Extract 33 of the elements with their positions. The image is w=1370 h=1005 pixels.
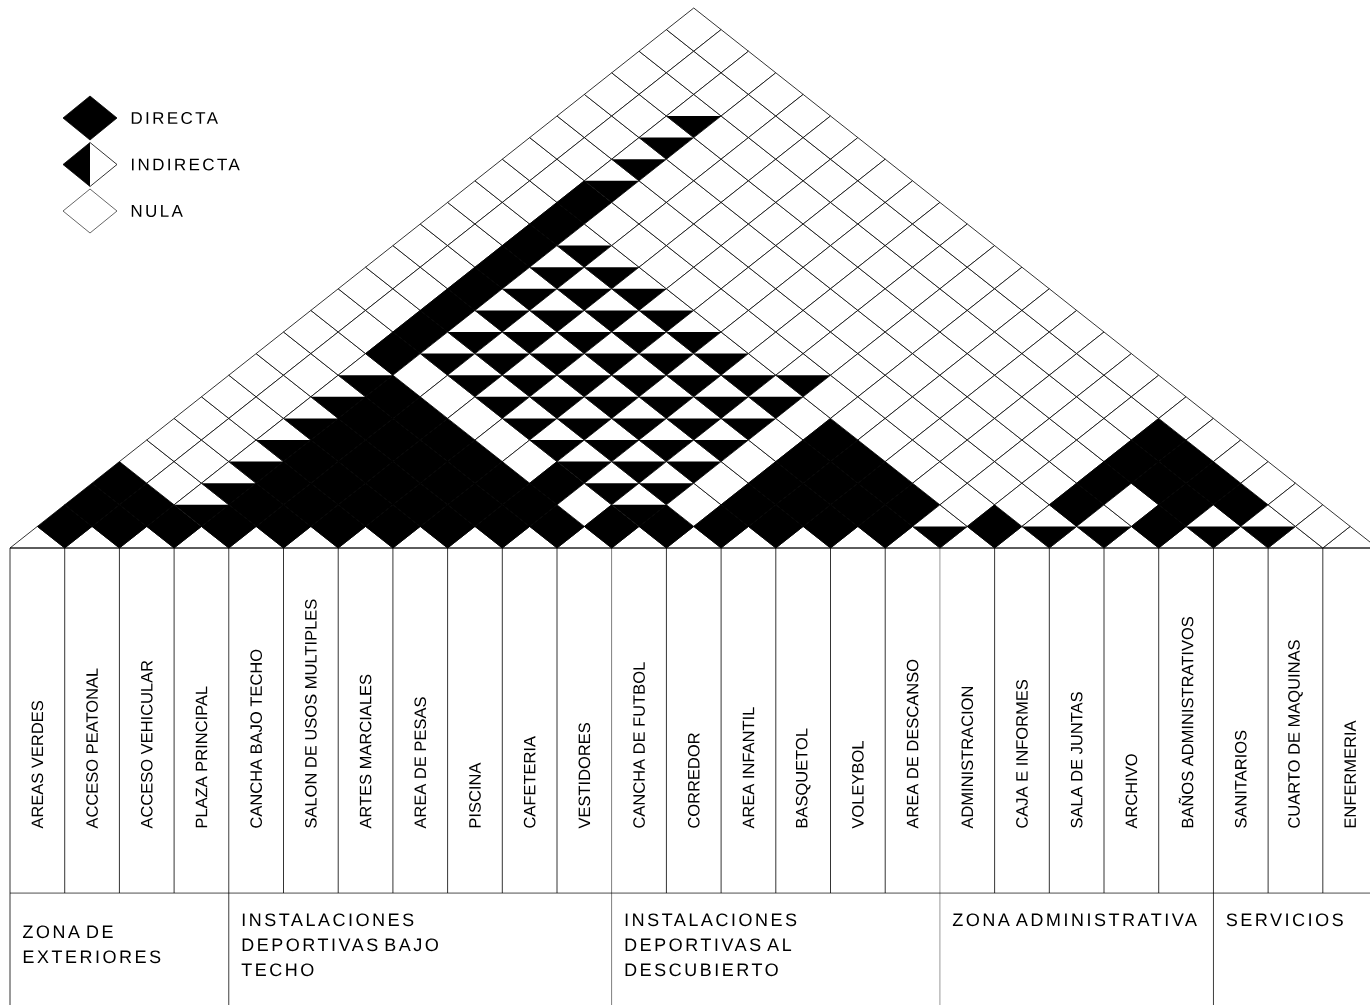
column-label: PISCINA [469,762,481,828]
column-label: ACCESO PEATONAL [86,668,98,829]
column-label: CAJA E INFORMES [1016,679,1028,828]
legend-label: INDIRECTA [131,158,240,171]
zone-label: SERVICIOS [1226,913,1343,927]
column-label: CUARTO DE MAQUINAS [1288,640,1303,828]
column-label: AREAS VERDES [31,701,44,829]
column-label: AREA INFANTIL [742,707,755,829]
zone-label: ZONA ADMINISTRATIVA [952,913,1197,927]
zone-label: ZONA DE EXTERIORES [22,925,161,964]
column-label: CORREDOR [687,733,700,828]
column-label: ACCESO VEHICULAR [140,660,153,829]
column-label: SANITARIOS [1234,730,1247,828]
column-label: SALA DE JUNTAS [1070,692,1083,828]
column-label: CANCHA BAJO TECHO [250,649,262,828]
column-label: ADMINISTRACION [961,686,974,829]
column-label: VOLEYBOL [852,741,864,829]
column-label: CAFETERIA [523,736,536,828]
column-label: PLAZA PRINCIPAL [195,686,208,828]
column-label: AREA DE PESAS [414,697,427,829]
column-label: BAÑOS ADMINISTRATIVOS [1178,616,1194,828]
column-label: BASQUETOL [795,728,811,828]
legend-label: NULA [131,205,183,217]
column-label: VESTIDORES [578,723,591,829]
column-label: AREA DE DESCANSO [906,659,919,829]
column-label: CANCHA DE FUTBOL [633,662,645,828]
column-label: ENFERMERIA [1344,720,1356,828]
zone-label: INSTALACIONES DEPORTIVAS BAJO TECHO [241,913,438,977]
column-label: ARTES MARCIALES [359,674,372,829]
column-label: SALON DE USOS MULTIPLES [305,599,317,828]
zone-label: INSTALACIONES DEPORTIVAS AL DESCUBIERTO [625,913,797,977]
legend-label: DIRECTA [131,112,218,125]
column-label: ARCHIVO [1125,754,1138,829]
